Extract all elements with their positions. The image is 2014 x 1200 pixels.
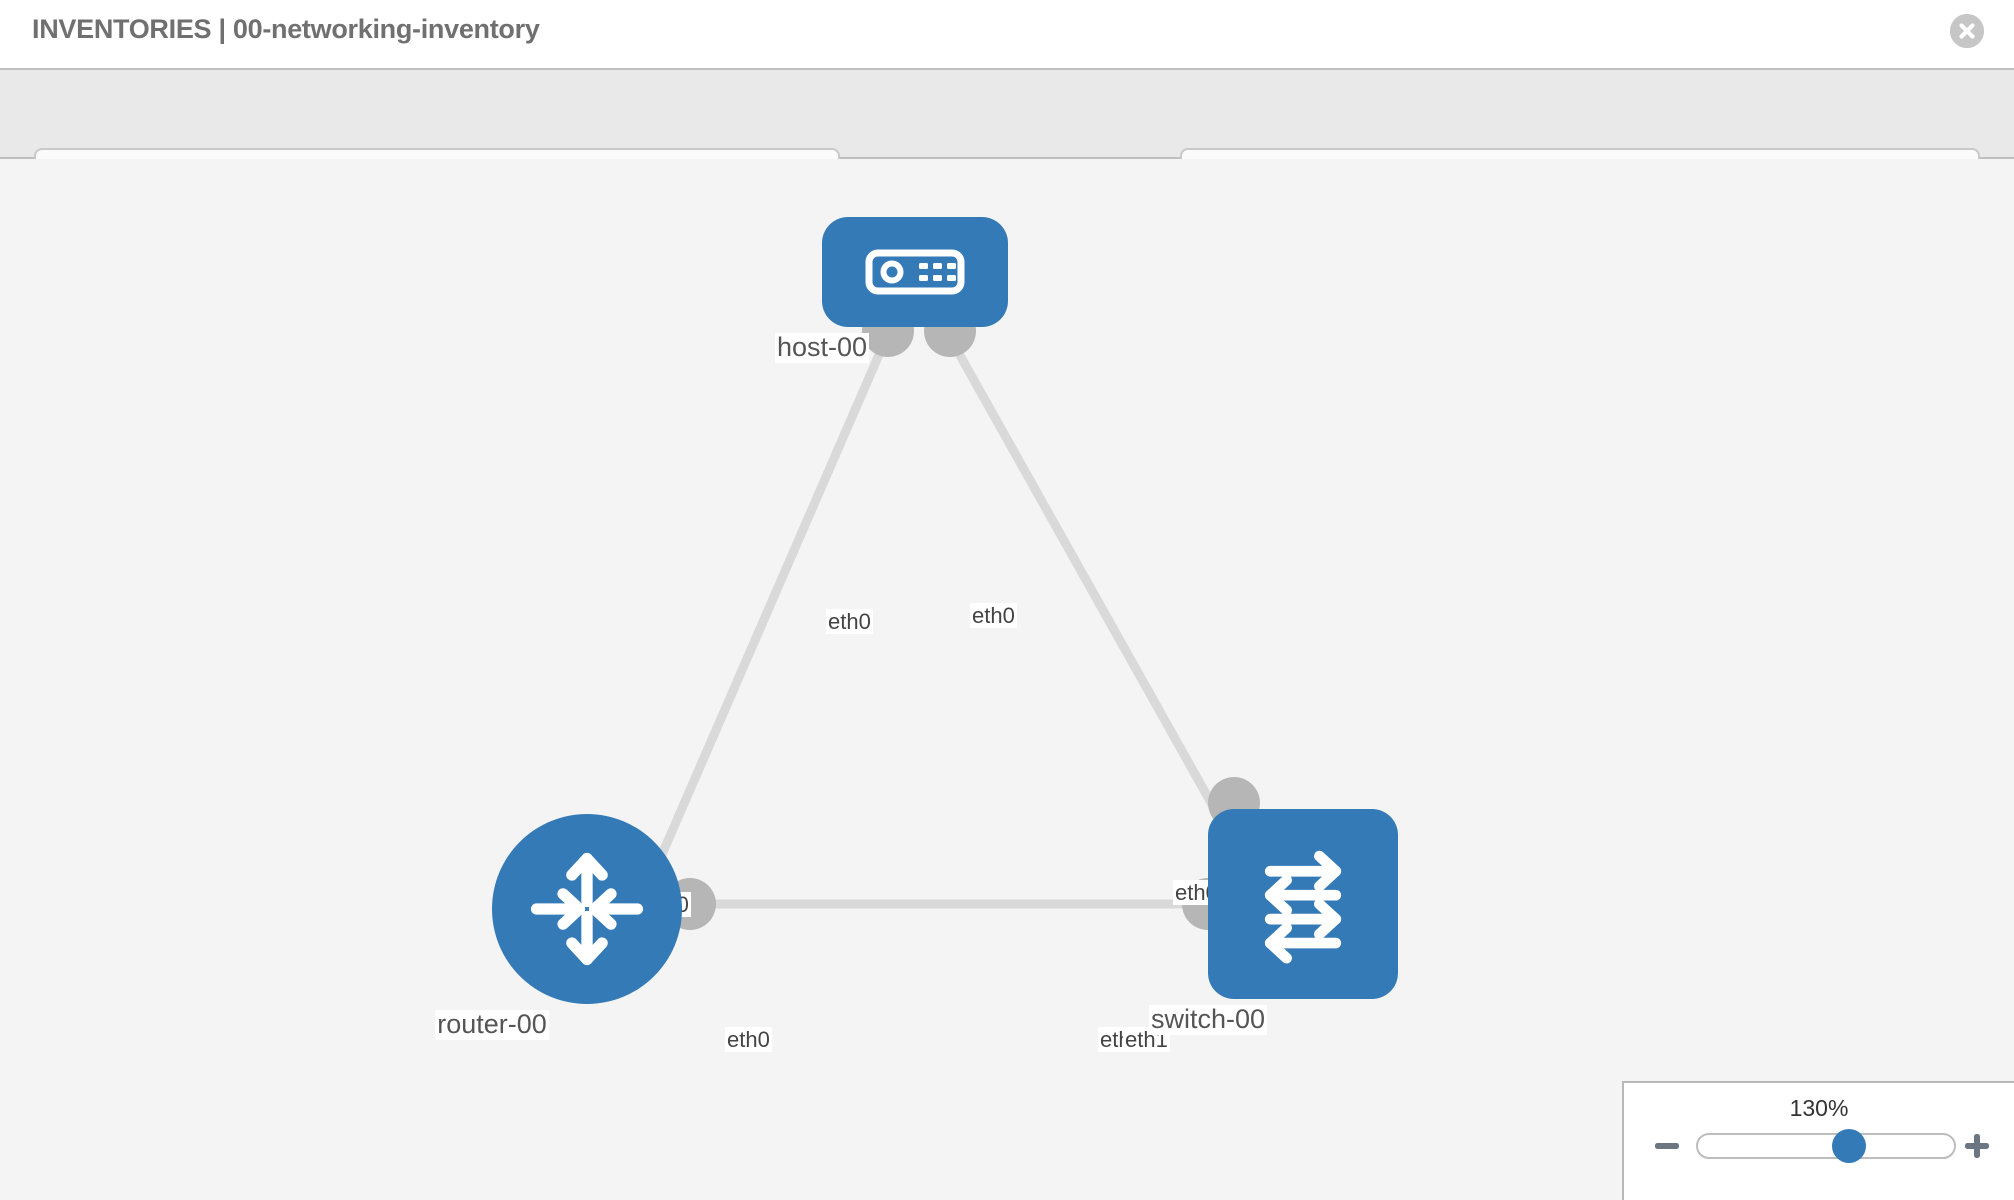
zoom-in-button[interactable]	[1962, 1131, 1992, 1161]
zoom-out-button[interactable]	[1652, 1131, 1682, 1161]
router-node-shape[interactable]	[492, 814, 682, 1004]
iface-label-host-right: eth0	[970, 603, 1017, 629]
zoom-slider-thumb[interactable]	[1832, 1129, 1867, 1163]
link-host-router	[655, 332, 893, 861]
zoom-control-panel: 130%	[1622, 1081, 2014, 1200]
title-bar: INVENTORIES | 00-networking-inventory	[0, 0, 2014, 68]
toolbar: ACTIONS SEARCH	[0, 68, 2014, 203]
server-icon	[865, 249, 965, 295]
host-node-label: host-00	[774, 332, 870, 363]
close-icon[interactable]	[1950, 14, 1984, 48]
zoom-level-label: 130%	[1789, 1095, 1849, 1121]
switch-node-shape[interactable]	[1208, 809, 1398, 999]
page-title: INVENTORIES | 00-networking-inventory	[32, 14, 540, 44]
switch-arrows-icon	[1264, 850, 1342, 964]
router-node-label: router-00	[435, 1009, 549, 1040]
router-arrows-icon	[530, 852, 644, 966]
link-host-switch	[944, 331, 1241, 852]
switch-node-label: switch-00	[1148, 1004, 1268, 1035]
zoom-slider[interactable]	[1696, 1129, 1956, 1163]
iface-label-host-left: eth0	[826, 609, 873, 635]
topology-canvas[interactable]: eth0 eth0 eth0 eth0 eth0 eth eth1	[0, 159, 2014, 1200]
iface-label-router-right: eth0	[725, 1027, 772, 1053]
host-node-shape[interactable]	[822, 217, 1008, 327]
topology-links-layer	[655, 305, 1260, 930]
